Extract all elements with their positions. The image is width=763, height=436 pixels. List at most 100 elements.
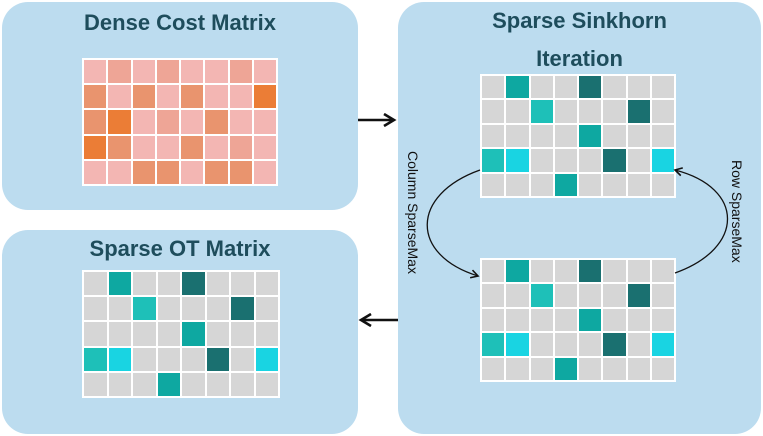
matrix-cell [603,333,626,356]
dense-cost-matrix-grid [82,58,278,186]
sparse-sinkhorn-panel: Sparse Sinkhorn Iteration [398,2,761,434]
matrix-cell [579,149,602,172]
matrix-cell [255,347,278,371]
matrix-cell [255,272,278,296]
matrix-cell [554,308,577,332]
matrix-cell [554,284,577,307]
matrix-cell [253,135,276,159]
matrix-cell [206,372,229,396]
matrix-cell [156,85,179,109]
matrix-cell [482,260,505,283]
matrix-cell [530,333,553,356]
matrix-cell [579,333,602,356]
matrix-cell [206,297,229,321]
matrix-cell [482,149,505,172]
matrix-cell [627,173,650,196]
matrix-cell [554,260,577,283]
matrix-cell [84,110,107,134]
matrix-cell [133,372,156,396]
matrix-cell [157,297,180,321]
matrix-cell [108,60,131,84]
matrix-cell [108,322,131,346]
matrix-cell [182,272,205,296]
matrix-cell [554,357,577,380]
matrix-cell [181,85,204,109]
matrix-cell [554,76,577,99]
matrix-cell [579,100,602,123]
matrix-cell [554,173,577,196]
matrix-cell [530,100,553,123]
matrix-cell [84,85,107,109]
matrix-cell [627,260,650,283]
matrix-cell [482,284,505,307]
matrix-cell [651,308,674,332]
sparse-ot-matrix-grid [82,270,280,398]
row-sparsemax-label: Row SparseMax [729,160,745,263]
matrix-cell [156,160,179,184]
matrix-cell [133,322,156,346]
matrix-cell [132,160,155,184]
matrix-cell [651,149,674,172]
matrix-cell [579,173,602,196]
matrix-cell [205,110,228,134]
matrix-cell [156,60,179,84]
matrix-cell [181,160,204,184]
matrix-cell [506,100,529,123]
matrix-cell [530,357,553,380]
sparse-ot-matrix-title: Sparse OT Matrix [89,236,271,261]
matrix-cell [603,76,626,99]
matrix-cell [506,149,529,172]
column-sparsemax-label: Column SparseMax [405,151,421,274]
matrix-cell [132,60,155,84]
matrix-cell [554,100,577,123]
matrix-cell [603,100,626,123]
matrix-cell [132,135,155,159]
matrix-cell [627,76,650,99]
matrix-cell [157,322,180,346]
matrix-cell [530,173,553,196]
matrix-cell [84,160,107,184]
matrix-cell [205,85,228,109]
matrix-cell [506,76,529,99]
matrix-cell [84,347,107,371]
matrix-cell [482,308,505,332]
matrix-cell [84,297,107,321]
matrix-cell [530,124,553,148]
matrix-cell [132,110,155,134]
matrix-cell [579,357,602,380]
matrix-cell [482,357,505,380]
matrix-cell [253,110,276,134]
matrix-cell [255,322,278,346]
matrix-cell [579,284,602,307]
matrix-cell [84,322,107,346]
matrix-cell [651,333,674,356]
matrix-cell [651,76,674,99]
matrix-cell [182,347,205,371]
matrix-cell [627,357,650,380]
matrix-cell [229,60,252,84]
matrix-cell [627,149,650,172]
matrix-cell [530,76,553,99]
matrix-cell [205,60,228,84]
matrix-cell [182,372,205,396]
matrix-cell [651,173,674,196]
matrix-cell [255,297,278,321]
matrix-cell [157,347,180,371]
matrix-cell [133,347,156,371]
matrix-cell [506,284,529,307]
matrix-cell [506,357,529,380]
matrix-cell [206,347,229,371]
matrix-cell [108,372,131,396]
matrix-cell [530,308,553,332]
matrix-cell [108,160,131,184]
matrix-cell [579,76,602,99]
matrix-cell [108,135,131,159]
sparse-sinkhorn-title-line1: Sparse Sinkhorn [492,8,667,33]
matrix-cell [579,124,602,148]
matrix-cell [157,272,180,296]
matrix-cell [231,297,254,321]
matrix-cell [554,333,577,356]
matrix-cell [651,124,674,148]
matrix-cell [182,322,205,346]
